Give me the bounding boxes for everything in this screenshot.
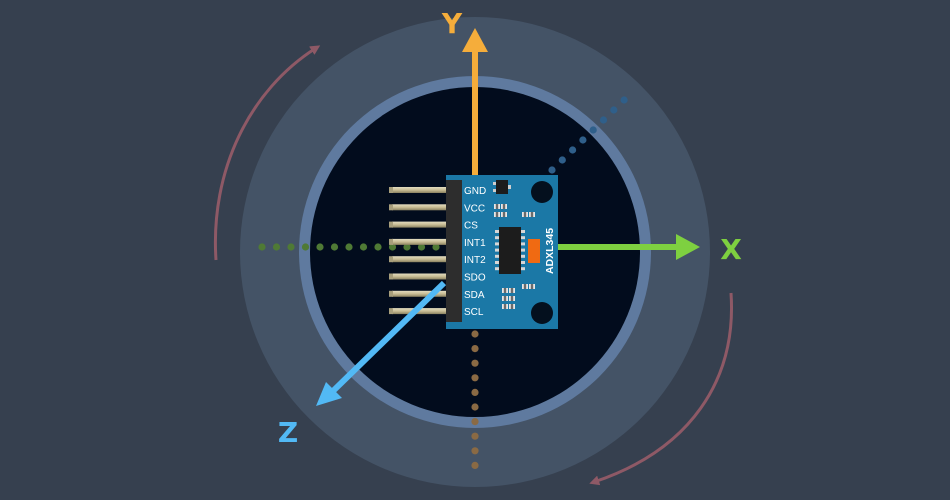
header-pin-tip [389,204,393,211]
header-pin [392,273,448,280]
x-axis-dot [403,243,411,251]
y-axis-label: Y [441,7,463,40]
z-axis-dot [569,146,577,154]
y-axis-dot [471,359,479,367]
z-axis-label: Z [278,416,298,449]
pin-label-gnd: GND [464,186,486,197]
regulator-chip-icon [493,180,511,194]
header-pin-tip [389,238,393,245]
y-axis-dot [471,374,479,382]
ic-chip-icon [495,227,525,274]
y-axis-dot [471,388,479,396]
y-axis-dot [471,432,479,440]
z-axis-positive-dots [548,96,628,174]
header-pin [392,204,448,211]
y-axis-negative-dots [471,330,479,469]
header-pin-tip [389,187,393,193]
x-axis-dot [417,243,426,251]
smd-components [494,204,535,309]
x-axis-dot [287,243,295,251]
y-axis-dot [471,447,479,455]
header-pin-tip [389,308,393,315]
header-pin [392,256,448,263]
z-axis-dot [548,166,556,174]
pin-label-scl: SCL [464,307,484,318]
pin-label-sda: SDA [464,290,485,301]
z-axis-arrow-icon [316,280,447,406]
header-pin [392,221,448,228]
chip-name-label: ADXL345 [544,228,556,274]
rotation-arrow-icon [213,45,321,261]
y-axis-dot [471,418,479,426]
x-axis-dot [272,243,281,251]
x-axis-dot [345,243,353,251]
rotation-arrow-icon [589,292,734,486]
x-axis-dot [374,243,382,251]
y-axis-dot [471,345,479,353]
header-pin [392,290,448,297]
pin-header-icon [389,187,448,315]
z-axis-dot [620,96,628,104]
x-axis-arrow-icon [558,234,700,260]
x-axis-dot [388,243,397,251]
x-axis-label: X [720,233,742,266]
x-axis-dot [258,243,266,251]
header-pin-tip [389,256,393,263]
y-axis-dot [471,330,479,338]
x-axis-negative-dots [258,243,440,251]
mounting-hole [531,181,553,203]
y-axis-dot [471,403,479,411]
pin-label-sdo: SDO [464,273,486,284]
pin-label-cs: CS [464,221,478,232]
z-axis-dot [589,126,597,134]
x-axis-dot [316,243,324,251]
header-pin [392,308,448,315]
mounting-hole [531,302,553,324]
y-axis-dot [471,461,479,469]
header-pin [392,238,448,245]
orange-component [528,239,540,263]
z-axis-dot [610,106,618,114]
x-axis-dot [359,243,368,251]
header-pin [392,187,448,193]
x-axis-dot [301,243,310,251]
y-axis-arrow-icon [462,28,488,178]
x-axis-dot [432,243,440,251]
header-pin-tip [389,221,393,228]
z-axis-dot [599,116,608,124]
pin-label-int2: INT2 [464,255,486,266]
z-axis-dot [558,156,566,164]
z-axis-dot [579,136,587,144]
header-pin-tip [389,290,393,297]
x-axis-dot [330,243,339,251]
header-pin-tip [389,273,393,280]
pin-label-vcc: VCC [464,203,485,214]
pin-label-int1: INT1 [464,238,486,249]
